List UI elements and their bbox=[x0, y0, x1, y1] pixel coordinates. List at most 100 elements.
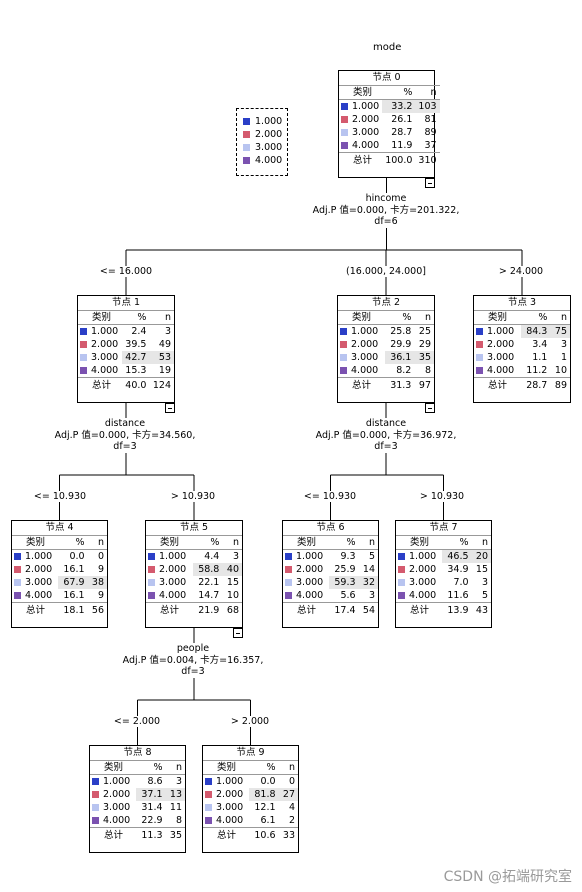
branch-condition-label: <= 16.000 bbox=[97, 266, 155, 277]
node-total-row: 总计 21.9 68 bbox=[146, 602, 242, 618]
node-table-header: 类别 % n bbox=[396, 535, 491, 550]
percent-cell: 16.1 bbox=[63, 589, 85, 601]
total-percent: 18.1 bbox=[58, 602, 88, 618]
header-n: n bbox=[550, 310, 570, 325]
node-table-row: 4.000 22.9 8 bbox=[90, 814, 185, 828]
percent-cell: 59.3 bbox=[329, 576, 359, 589]
category-swatch-icon bbox=[14, 591, 21, 599]
collapse-icon[interactable] bbox=[425, 403, 435, 413]
total-label: 总计 bbox=[203, 827, 250, 843]
n-cell: 5 bbox=[368, 550, 375, 562]
node-table-row: 3.000 59.3 32 bbox=[283, 576, 378, 589]
header-n: n bbox=[149, 310, 174, 325]
category-cell: 2.000 bbox=[338, 338, 385, 351]
percent-cell: 22.1 bbox=[198, 576, 220, 588]
tree-node[interactable]: 节点 3 类别 % n 1.000 84.3 75 2.000 3.4 3 3.… bbox=[473, 295, 571, 403]
category-swatch-icon bbox=[340, 327, 347, 335]
node-total-row: 总计 18.1 56 bbox=[12, 602, 107, 618]
split-variable: distance bbox=[365, 418, 407, 429]
node-table-row: 3.000 36.1 35 bbox=[338, 351, 434, 364]
category-swatch-icon bbox=[92, 790, 99, 798]
node-table-header: 类别 % n bbox=[339, 85, 440, 100]
collapse-icon[interactable] bbox=[425, 178, 435, 188]
percent-cell: 84.3 bbox=[520, 324, 551, 338]
category-label: 3.000 bbox=[216, 801, 244, 813]
category-cell: 1.000 bbox=[474, 325, 521, 339]
category-swatch-icon bbox=[398, 578, 405, 586]
category-label: 4.000 bbox=[159, 589, 187, 601]
node-table-row: 4.000 8.2 8 bbox=[338, 364, 434, 378]
percent-cell: 22.9 bbox=[141, 814, 163, 826]
percent-cell: 6.1 bbox=[260, 814, 276, 826]
header-percent: % bbox=[192, 535, 223, 550]
node-table-row: 1.000 25.8 25 bbox=[338, 325, 434, 339]
branch-condition-label: <= 10.930 bbox=[301, 491, 359, 502]
branch-condition-label: (16.000, 24.000] bbox=[344, 266, 428, 277]
tree-node[interactable]: 节点 8 类别 % n 1.000 8.6 3 2.000 37.1 13 3.… bbox=[89, 745, 186, 853]
category-label: 1.000 bbox=[351, 325, 379, 337]
node-total-row: 总计 11.3 35 bbox=[90, 827, 185, 843]
percent-cell: 46.5 bbox=[442, 549, 472, 563]
node-table-header: 类别 % n bbox=[338, 310, 434, 325]
category-label: 3.000 bbox=[25, 576, 53, 588]
node-total-row: 总计 17.4 54 bbox=[283, 602, 378, 618]
n-cell: 40 bbox=[222, 563, 242, 576]
node-table-row: 4.000 11.9 37 bbox=[339, 139, 440, 153]
collapse-icon[interactable] bbox=[233, 628, 243, 638]
n-cell: 9 bbox=[97, 589, 104, 601]
total-label: 总计 bbox=[338, 377, 385, 393]
n-cell: 0 bbox=[288, 775, 295, 787]
node-table-header: 类别 % n bbox=[146, 535, 242, 550]
watermark: CSDN @拓端研究室 bbox=[443, 869, 572, 885]
category-cell: 1.000 bbox=[283, 550, 329, 564]
n-cell: 103 bbox=[415, 99, 440, 113]
tree-node[interactable]: 节点 4 类别 % n 1.000 0.0 0 2.000 16.1 9 3.0… bbox=[11, 520, 108, 628]
category-swatch-icon bbox=[205, 790, 212, 798]
category-label: 2.000 bbox=[91, 338, 119, 350]
node-title: 节点 5 bbox=[179, 522, 209, 533]
header-category: 类别 bbox=[146, 535, 193, 550]
branch-condition-label: > 10.930 bbox=[168, 491, 218, 502]
tree-node[interactable]: 节点 9 类别 % n 1.000 0.0 0 2.000 81.8 27 3.… bbox=[202, 745, 299, 853]
split-statistic: df=6 bbox=[374, 216, 398, 227]
n-cell: 4 bbox=[288, 801, 295, 813]
total-n: 33 bbox=[278, 827, 298, 843]
n-cell: 32 bbox=[358, 576, 378, 589]
node-table-row: 1.000 2.4 3 bbox=[78, 325, 174, 339]
tree-node[interactable]: 节点 0 类别 % n 1.000 33.2 103 2.000 26.1 81… bbox=[338, 70, 440, 188]
total-label: 总计 bbox=[283, 602, 330, 618]
category-cell: 3.000 bbox=[396, 576, 442, 589]
category-swatch-icon bbox=[205, 777, 212, 785]
node-table-row: 1.000 8.6 3 bbox=[90, 775, 185, 789]
category-swatch-icon bbox=[341, 102, 348, 110]
node-table-header: 类别 % n bbox=[78, 310, 174, 325]
collapse-icon[interactable] bbox=[165, 403, 175, 413]
node-table-row: 1.000 0.0 0 bbox=[203, 775, 298, 789]
total-percent: 11.3 bbox=[136, 827, 166, 843]
header-n: n bbox=[415, 85, 440, 100]
category-cell: 4.000 bbox=[90, 814, 136, 828]
n-cell: 35 bbox=[414, 351, 434, 364]
percent-cell: 31.4 bbox=[141, 801, 163, 813]
legend-swatch-icon bbox=[243, 131, 250, 138]
category-label: 2.000 bbox=[351, 338, 379, 350]
node-table-row: 1.000 4.4 3 bbox=[146, 550, 242, 564]
node-table: 类别 % n 1.000 8.6 3 2.000 37.1 13 3.000 3… bbox=[90, 760, 185, 843]
category-swatch-icon bbox=[148, 565, 155, 573]
header-n: n bbox=[87, 535, 107, 550]
header-percent: % bbox=[384, 310, 415, 325]
tree-node[interactable]: 节点 5 类别 % n 1.000 4.4 3 2.000 58.8 40 3.… bbox=[145, 520, 243, 638]
node-table-row: 3.000 1.1 1 bbox=[474, 351, 570, 364]
tree-node[interactable]: 节点 7 类别 % n 1.000 46.5 20 2.000 34.9 15 … bbox=[395, 520, 492, 628]
legend-item: 3.000 bbox=[237, 141, 287, 154]
branch-condition-label: > 24.000 bbox=[496, 266, 546, 277]
category-cell: 3.000 bbox=[283, 576, 329, 589]
tree-node[interactable]: 节点 6 类别 % n 1.000 9.3 5 2.000 25.9 14 3.… bbox=[282, 520, 379, 628]
node-title: 节点 3 bbox=[507, 297, 537, 308]
node-table-row: 2.000 34.9 15 bbox=[396, 563, 491, 576]
total-percent: 100.0 bbox=[382, 152, 416, 168]
n-cell: 25 bbox=[418, 325, 431, 337]
tree-node[interactable]: 节点 2 类别 % n 1.000 25.8 25 2.000 29.9 29 … bbox=[337, 295, 435, 413]
total-percent: 21.9 bbox=[192, 602, 223, 618]
tree-node[interactable]: 节点 1 类别 % n 1.000 2.4 3 2.000 39.5 49 3.… bbox=[77, 295, 175, 413]
